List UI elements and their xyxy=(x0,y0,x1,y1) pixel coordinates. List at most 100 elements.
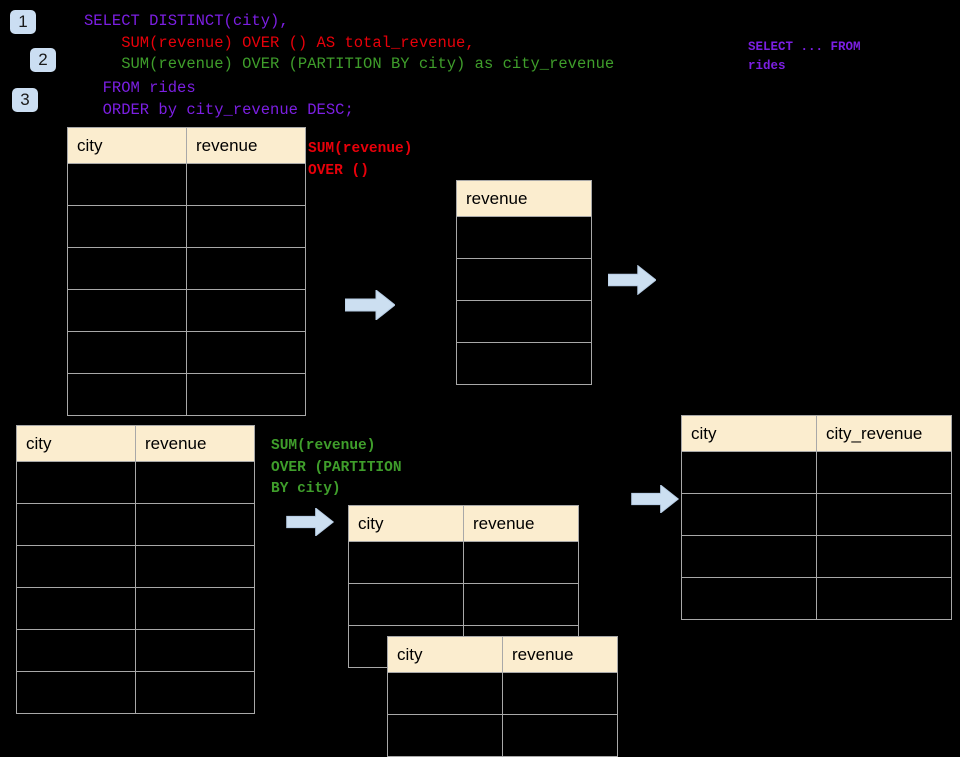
table-row xyxy=(456,216,592,259)
cell-city-revenue xyxy=(816,577,952,620)
table-header-row: city revenue xyxy=(387,636,618,673)
table-row xyxy=(67,205,306,248)
table-row xyxy=(67,331,306,374)
table-row xyxy=(387,714,618,757)
table-header-row: city revenue xyxy=(16,425,255,462)
column-header-revenue: revenue xyxy=(456,180,592,217)
cell-revenue xyxy=(502,714,618,757)
cell-revenue xyxy=(186,373,306,416)
city-revenue-result-table: city city_revenue xyxy=(681,415,952,620)
diagram-canvas: 1 2 3 SELECT DISTINCT(city), SUM(revenue… xyxy=(10,10,952,757)
table-row xyxy=(456,342,592,385)
cell-revenue xyxy=(186,205,306,248)
table-row xyxy=(67,247,306,290)
cell-revenue xyxy=(135,461,255,504)
arrow-rides-to-total-revenue xyxy=(345,290,395,320)
cell-revenue xyxy=(135,671,255,714)
table-row xyxy=(67,373,306,416)
table-row xyxy=(681,451,952,494)
cell-revenue xyxy=(135,545,255,588)
cell-city xyxy=(16,503,136,546)
cell-revenue xyxy=(456,216,592,259)
table-row xyxy=(348,541,579,584)
column-header-city: city xyxy=(16,425,136,462)
cell-city xyxy=(681,577,817,620)
table-header-row: revenue xyxy=(456,180,592,217)
table-row xyxy=(681,577,952,620)
column-header-city: city xyxy=(67,127,187,164)
sql-line-sum-over-empty: SUM(revenue) OVER () AS total_revenue, xyxy=(84,33,475,52)
cell-revenue xyxy=(502,672,618,715)
cell-revenue xyxy=(135,629,255,672)
table-header-row: city revenue xyxy=(348,505,579,542)
cell-revenue xyxy=(456,300,592,343)
cell-revenue xyxy=(463,541,579,584)
table-row xyxy=(16,503,255,546)
sql-line-order-by: ORDER by city_revenue DESC; xyxy=(84,101,354,119)
cell-city xyxy=(16,587,136,630)
cell-revenue xyxy=(186,163,306,206)
annotation-sum-over-empty: SUM(revenue) OVER () xyxy=(308,141,413,179)
column-header-revenue: revenue xyxy=(186,127,306,164)
cell-city xyxy=(681,535,817,578)
table-row xyxy=(387,672,618,715)
cell-city xyxy=(387,714,503,757)
arrow-rides-to-partitions xyxy=(286,508,335,536)
rides-source-table-partitioned: city revenue xyxy=(16,425,255,714)
cell-city xyxy=(67,247,187,290)
cell-city xyxy=(348,541,464,584)
cell-city-revenue xyxy=(816,451,952,494)
column-header-revenue: revenue xyxy=(463,505,579,542)
column-header-revenue: revenue xyxy=(502,636,618,673)
cell-city xyxy=(16,671,136,714)
table-row xyxy=(456,258,592,301)
cell-revenue xyxy=(186,247,306,290)
cell-city xyxy=(387,672,503,715)
table-header-row: city revenue xyxy=(67,127,306,164)
cell-city xyxy=(681,451,817,494)
cell-city xyxy=(16,461,136,504)
cell-revenue xyxy=(463,583,579,626)
rides-source-table: city revenue xyxy=(67,127,306,416)
table-row xyxy=(67,289,306,332)
cell-revenue xyxy=(456,342,592,385)
sql-line-sum-over-partition: SUM(revenue) OVER (PARTITION BY city) as… xyxy=(84,55,615,73)
partition-group-table-b: city revenue xyxy=(387,636,618,757)
step-badge-2: 2 xyxy=(30,48,56,72)
table-header-row: city city_revenue xyxy=(681,415,952,452)
cell-city xyxy=(16,545,136,588)
arrow-total-revenue-to-result xyxy=(608,265,656,295)
cell-city xyxy=(67,163,187,206)
step-badge-1: 1 xyxy=(10,10,36,34)
table-row xyxy=(16,629,255,672)
table-row xyxy=(67,163,306,206)
table-row xyxy=(681,493,952,536)
sql-line-select: SELECT DISTINCT(city), xyxy=(84,12,289,30)
cell-revenue xyxy=(456,258,592,301)
table-row xyxy=(16,545,255,588)
cell-city xyxy=(67,373,187,416)
table-row xyxy=(16,461,255,504)
step-badge-3: 3 xyxy=(12,88,38,112)
cell-city xyxy=(67,289,187,332)
cell-city xyxy=(67,331,187,374)
column-header-city: city xyxy=(681,415,817,452)
annotation-sum-over-partition: SUM(revenue) OVER (PARTITION BY city) xyxy=(271,438,402,497)
total-revenue-table: revenue xyxy=(456,180,592,385)
cell-revenue xyxy=(186,331,306,374)
table-row xyxy=(348,583,579,626)
column-header-city: city xyxy=(387,636,503,673)
table-row xyxy=(16,671,255,714)
cell-city xyxy=(681,493,817,536)
table-row xyxy=(456,300,592,343)
cell-city-revenue xyxy=(816,493,952,536)
column-header-city-revenue: city_revenue xyxy=(816,415,952,452)
cell-revenue xyxy=(135,503,255,546)
column-header-revenue: revenue xyxy=(135,425,255,462)
table-row xyxy=(16,587,255,630)
cell-city xyxy=(16,629,136,672)
table-row xyxy=(681,535,952,578)
annotation-select-from-rides: SELECT ... FROM rides xyxy=(748,40,861,73)
cell-revenue xyxy=(135,587,255,630)
column-header-city: city xyxy=(348,505,464,542)
